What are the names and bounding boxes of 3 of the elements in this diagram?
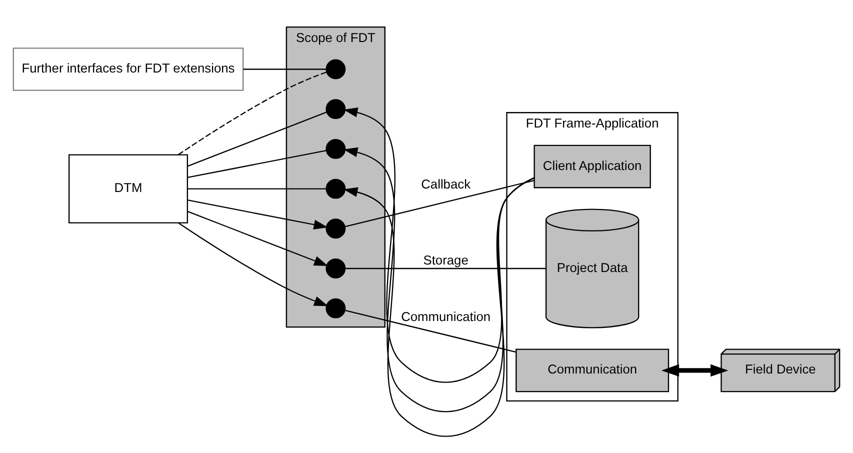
edge-label: Storage	[423, 252, 468, 268]
edge-label: Callback	[421, 176, 471, 192]
edge-label: Communication	[401, 308, 491, 324]
